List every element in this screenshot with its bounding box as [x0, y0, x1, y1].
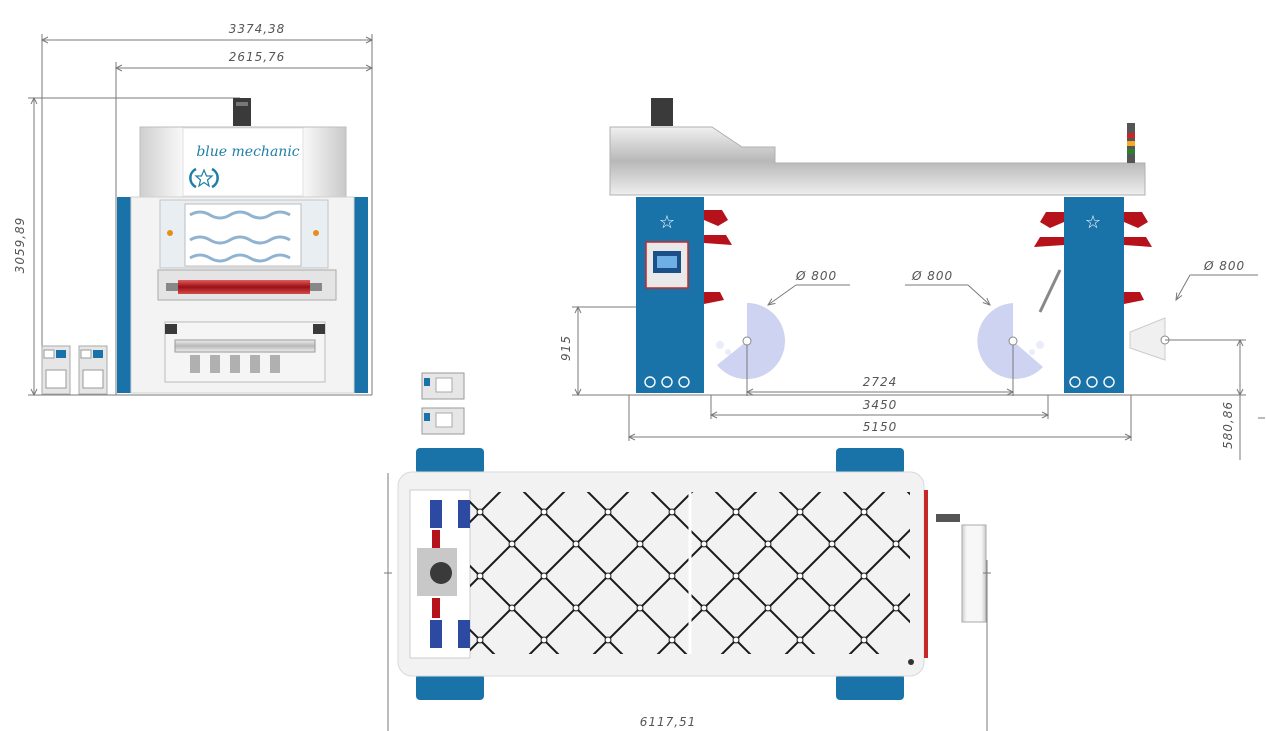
front-frame-left: [117, 197, 131, 393]
side-frame-right: [1064, 197, 1124, 393]
front-width-total-dimension: 3374,38: [40, 22, 374, 395]
star-icon: ☆: [659, 212, 675, 233]
top-web-pattern-right: [690, 492, 910, 654]
top-cabinet-1: [421, 372, 465, 400]
left-tension-arms: [704, 210, 732, 304]
front-height-dimension: 3059,89: [13, 96, 372, 397]
reel-left: [716, 303, 785, 380]
top-web-pattern-left: [470, 492, 690, 654]
span-frames-label: 3450: [863, 398, 898, 412]
front-red-roller: [178, 280, 310, 294]
brand-logo-icon: [189, 167, 219, 189]
side-right-buttons: [1069, 376, 1115, 388]
front-width-inner-label: 2615,76: [229, 50, 286, 64]
top-red-edge: [924, 490, 928, 658]
top-motor: [430, 562, 452, 584]
length-total-dimension: 5150: [627, 395, 1133, 441]
diameter-callout-1: Ø 800: [768, 269, 850, 305]
side-top-beam: [609, 126, 1146, 196]
front-width-inner-dimension: 2615,76: [114, 50, 374, 395]
top-view: 6117,51: [384, 372, 991, 731]
top-cabinet-2: [421, 407, 465, 435]
front-frame-right: [354, 197, 368, 393]
diameter-callout-2: Ø 800: [905, 269, 990, 305]
brand-logo-text: blue mechanic: [196, 144, 299, 160]
control-cabinet-2: [78, 345, 108, 395]
top-unwind-roll: [961, 524, 987, 623]
svg-text:☆: ☆: [1085, 212, 1101, 233]
diameter-label-2: Ø 800: [911, 269, 953, 283]
diameter-label-1: Ø 800: [795, 269, 837, 283]
top-foot-bl: [416, 674, 484, 700]
top-foot-tl: [416, 448, 484, 474]
diameter-label-3: Ø 800: [1203, 259, 1245, 273]
top-length-dimension: 6117,51: [384, 473, 991, 731]
axis-height-label: 915: [559, 335, 573, 361]
top-length-label: 6117,51: [640, 715, 697, 729]
unwind-height-label: 580,86: [1221, 401, 1235, 449]
top-print-stations: [430, 500, 470, 648]
axis-height-dimension: 915: [559, 305, 636, 397]
span-reels-dimension: 2724: [745, 345, 1015, 396]
side-view: ☆ ☆: [559, 98, 1265, 460]
right-tension-arms: [1034, 212, 1152, 304]
diameter-callout-3: Ø 800: [1176, 259, 1258, 300]
front-height-label: 3059,89: [13, 217, 27, 274]
side-motor-block: [651, 98, 673, 126]
control-cabinet-1: [41, 345, 71, 395]
unwind-height-dimension: 580,86: [1136, 338, 1246, 460]
side-left-buttons: [644, 376, 690, 388]
span-frames-dimension: 3450: [709, 395, 1050, 419]
front-view: 3374,38 2615,76 3059,89 blue mechanic: [13, 22, 374, 397]
length-total-label: 5150: [863, 420, 898, 434]
reel-unwind: [1129, 317, 1170, 361]
side-frame-left: [636, 197, 704, 393]
top-foot-br: [836, 674, 904, 700]
span-reels-label: 2724: [863, 375, 898, 389]
front-width-total-label: 3374,38: [229, 22, 286, 36]
top-foot-tr: [836, 448, 904, 474]
reel-right: [977, 303, 1044, 379]
